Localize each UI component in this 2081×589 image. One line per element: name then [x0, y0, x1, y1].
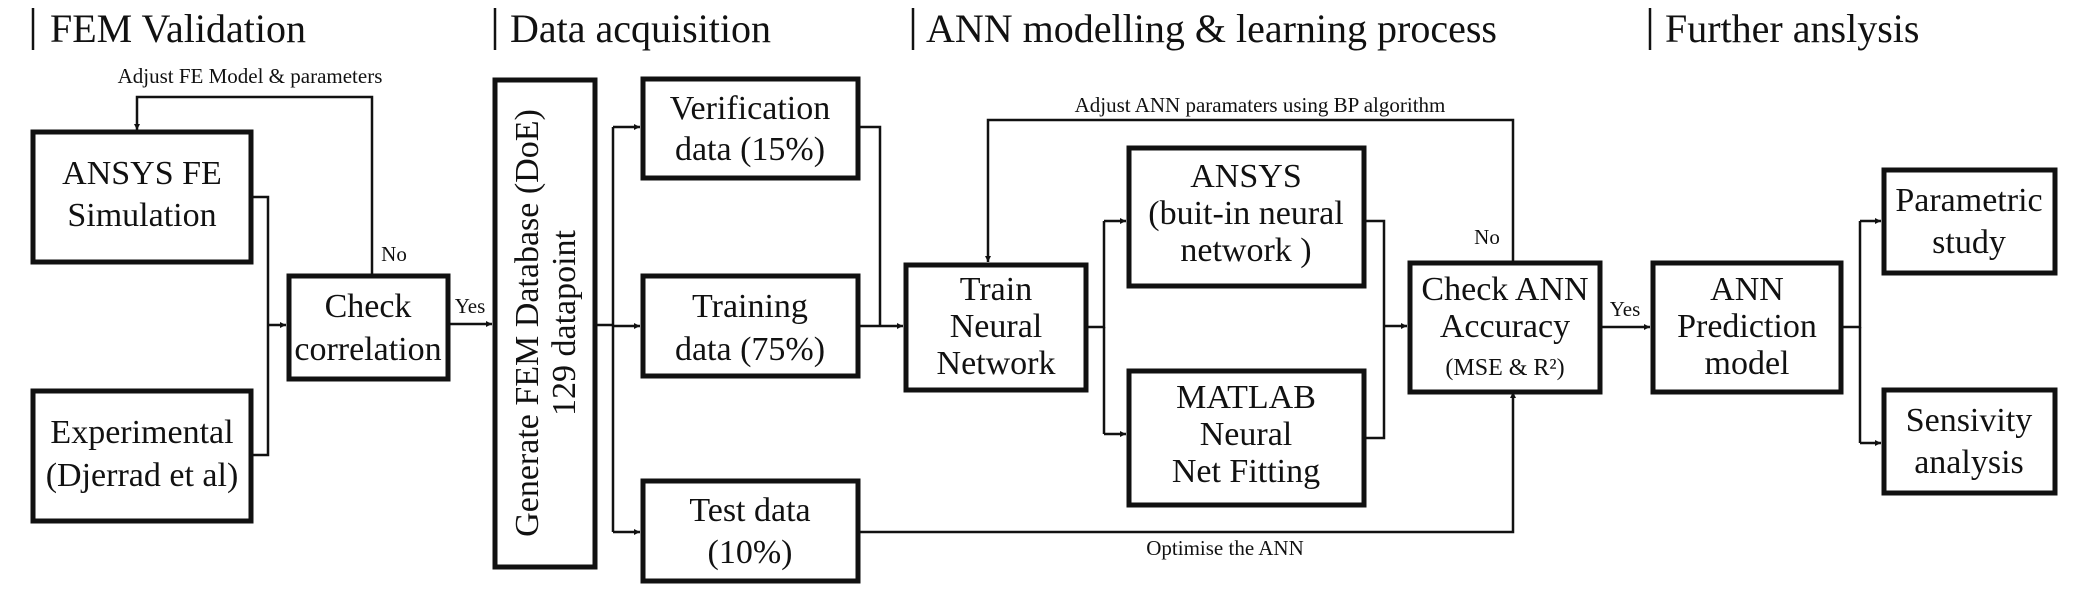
box-line: analysis	[1914, 444, 2024, 481]
box-line: (MSE & R²)	[1445, 355, 1564, 381]
box-line: Sensivity	[1906, 402, 2033, 439]
box-line: study	[1932, 224, 2006, 261]
yes-label-fem: Yes	[455, 294, 486, 318]
verification-data-box: Verification data (15%)	[640, 76, 861, 181]
box-line: data (75%)	[675, 331, 825, 368]
ansys-neural-network-box: ANSYS (buit-in neural network )	[1126, 145, 1367, 289]
ansys-fe-simulation-box: ANSYS FE Simulation	[30, 129, 254, 265]
train-neural-network-box: Train Neural Network	[903, 262, 1089, 393]
box-line: Neural	[950, 308, 1043, 345]
adjust-fe-feedback-line	[134, 95, 374, 276]
no-label-ann: No	[1474, 225, 1500, 249]
fem-database-box: Generate FEM Database (DoE) 129 datapoin…	[492, 77, 598, 570]
yes-label-ann: Yes	[1610, 297, 1641, 321]
box-line: Accuracy	[1440, 308, 1570, 345]
box-line: 129 datapoint	[546, 229, 583, 416]
box-line: Neural	[1200, 416, 1293, 453]
box-line: model	[1705, 345, 1790, 382]
section-title-further-analysis: Further anslysis	[1665, 6, 1919, 51]
box-line: Check ANN	[1421, 271, 1588, 308]
box-line: data (15%)	[675, 131, 825, 168]
training-data-box: Training data (75%)	[640, 273, 861, 379]
train-split-line	[1086, 221, 1106, 329]
check-correlation-box: Check correlation	[286, 273, 451, 382]
box-line: Test data	[689, 492, 810, 529]
box-line: Train	[960, 271, 1032, 308]
box-line: network )	[1180, 232, 1311, 269]
box-line: Prediction	[1677, 308, 1817, 345]
section-title-ann-modelling: ANN modelling & learning process	[926, 6, 1497, 51]
verification-to-train-line	[858, 125, 882, 326]
ansys-matlab-merge-line	[1364, 219, 1386, 440]
box-line: ANSYS	[1190, 158, 1301, 195]
optimise-ann-line	[858, 392, 1516, 534]
box-line: Net Fitting	[1172, 453, 1320, 490]
box-line: Verification	[670, 90, 831, 127]
box-line: Experimental	[50, 414, 233, 451]
prediction-split-line	[1841, 221, 1862, 329]
box-line: MATLAB	[1176, 379, 1316, 416]
experimental-box: Experimental (Djerrad et al)	[30, 388, 254, 524]
section-title-data-acquisition: Data acquisition	[510, 6, 771, 51]
box-line: (10%)	[708, 534, 793, 571]
box-line: (buit-in neural	[1148, 195, 1343, 232]
optimise-label: Optimise the ANN	[1146, 536, 1304, 560]
box-line: Generate FEM Database (DoE)	[509, 109, 546, 537]
check-ann-accuracy-box: Check ANN Accuracy (MSE & R²)	[1407, 260, 1603, 395]
section-title-fem-validation: FEM Validation	[50, 6, 306, 51]
box-line: Network	[937, 345, 1056, 382]
box-line: Check	[325, 288, 412, 325]
box-line: correlation	[294, 331, 441, 368]
adjust-ann-feedback-line	[985, 118, 1515, 263]
no-label-fem: No	[381, 242, 407, 266]
parametric-study-box: Parametric study	[1881, 167, 2058, 276]
matlab-neural-net-box: MATLAB Neural Net Fitting	[1126, 368, 1367, 508]
adjust-fe-label: Adjust FE Model & parameters	[118, 64, 383, 88]
box-line: Simulation	[67, 197, 216, 234]
test-data-box: Test data (10%)	[640, 478, 861, 584]
adjust-ann-label: Adjust ANN paramaters using BP algorithm	[1075, 93, 1446, 117]
ansys-to-check-line	[251, 195, 270, 457]
box-line: Training	[692, 288, 808, 325]
sensitivity-analysis-box: Sensivity analysis	[1881, 387, 2058, 496]
box-line: Parametric	[1895, 182, 2042, 219]
ann-prediction-model-box: ANN Prediction model	[1650, 260, 1844, 395]
box-line: ANN	[1710, 271, 1784, 308]
box-line: (Djerrad et al)	[46, 457, 239, 494]
box-line: ANSYS FE	[62, 155, 222, 192]
